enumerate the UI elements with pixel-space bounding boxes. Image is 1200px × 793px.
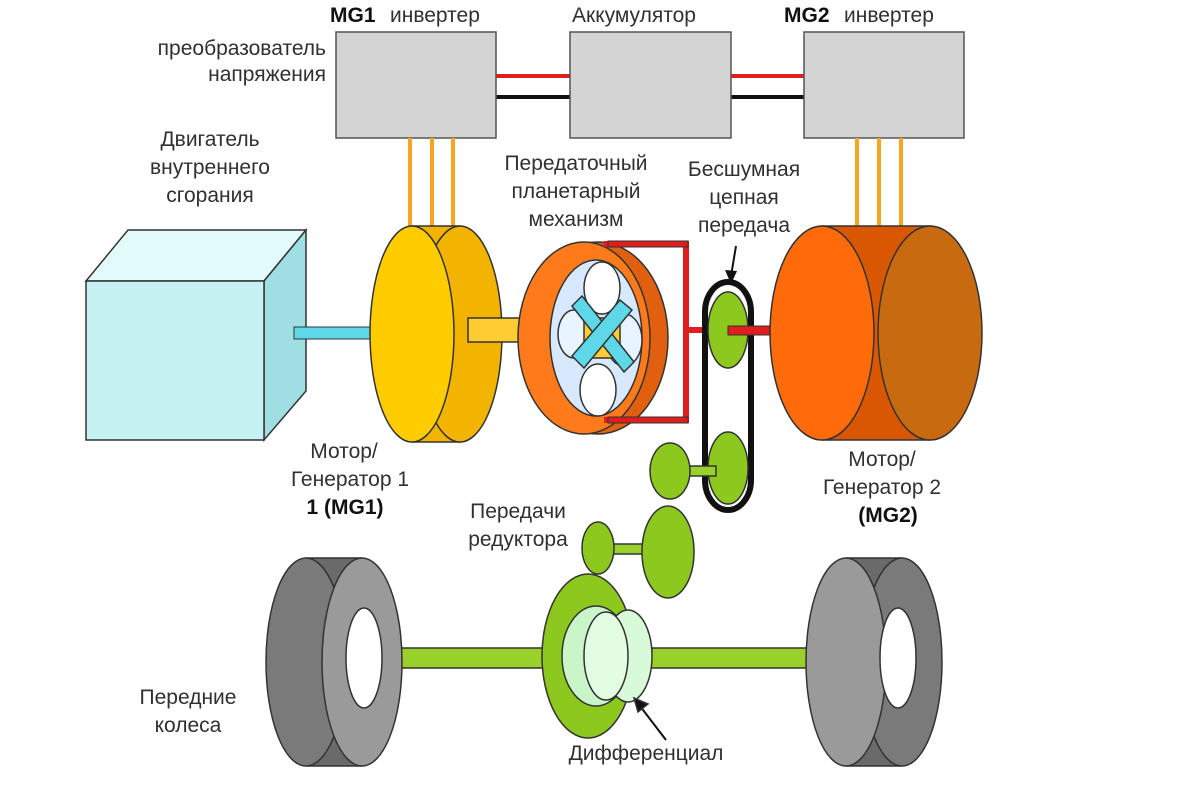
planetary-label-line1: Передаточный — [504, 152, 647, 175]
right-half-shaft — [629, 647, 827, 669]
mg2-inverter-label-bold: MG2 — [784, 4, 830, 27]
planetary-carrier — [570, 294, 636, 374]
mg1-label-line3: 1 (MG1) — [306, 496, 383, 519]
engine-label-line3: сгорания — [166, 184, 253, 207]
mg1-inverter-box — [335, 31, 497, 139]
mg1-front-face — [369, 225, 455, 443]
differential-label: Дифференциал — [569, 742, 724, 765]
chain-label-line2: цепная — [709, 186, 779, 209]
engine-cube — [84, 227, 308, 443]
battery-label: Аккумулятор — [572, 4, 696, 27]
mg1-inverter-label-bold: MG1 — [330, 4, 376, 27]
chain-label-line3: передача — [698, 214, 790, 237]
engine-front-face — [85, 280, 265, 441]
right-wheel-hub-hole — [879, 607, 917, 709]
mg2-inverter-label-rest: инвертер — [844, 4, 934, 27]
mg2-inverter-box — [803, 31, 965, 139]
left-wheel-hub-hole — [345, 607, 383, 709]
mg1-label-line2: Генератор 1 — [291, 468, 409, 491]
chain-loop — [702, 279, 754, 513]
chain-label-line1: Бесшумная — [688, 158, 800, 181]
reducer-gear-1 — [649, 442, 691, 500]
reducer-label-line2: редуктора — [468, 528, 568, 551]
planetary-label-line2: планетарный — [511, 180, 640, 203]
reducer-label-line1: Передачи — [470, 500, 566, 523]
right-front-wheel — [805, 557, 943, 767]
engine-output-shaft — [293, 326, 377, 340]
left-front-wheel — [265, 557, 403, 767]
reducer-gear-2 — [641, 505, 695, 599]
converter-label-line2: напряжения — [208, 63, 326, 86]
engine-label-line2: внутреннего — [150, 156, 270, 179]
planetary-gear-set — [517, 241, 669, 435]
converter-label-line1: преобразователь — [158, 37, 326, 60]
planetary-label-line3: механизм — [529, 208, 624, 231]
mg2-label-line2: Генератор 2 — [823, 476, 941, 499]
battery-box — [569, 31, 732, 139]
wheels-label-line2: колеса — [155, 714, 222, 737]
differential-pointer-arrow — [639, 705, 667, 741]
wheels-label-line1: Передние — [140, 686, 237, 709]
mg2-label-line3: (MG2) — [858, 504, 918, 527]
mg1-inverter-label-rest: инвертер — [390, 4, 480, 27]
engine-label-line1: Двигатель — [160, 128, 259, 151]
reducer-gear-3 — [581, 521, 615, 575]
labels: MG1 инвертер Аккумулятор MG2 инвертер пр… — [140, 4, 942, 765]
mg2-motor-generator — [769, 225, 983, 441]
mg1-label-line1: Мотор/ — [310, 440, 378, 463]
mg1-motor-generator — [369, 225, 503, 443]
mg2-label-line1: Мотор/ — [848, 448, 916, 471]
mg2-three-phase-wires — [855, 138, 903, 232]
power-electronics — [335, 31, 965, 232]
differential — [541, 573, 667, 741]
mg1-three-phase-wires — [408, 138, 455, 232]
reduction-gears — [581, 442, 717, 599]
mg2-front-face — [769, 225, 875, 441]
